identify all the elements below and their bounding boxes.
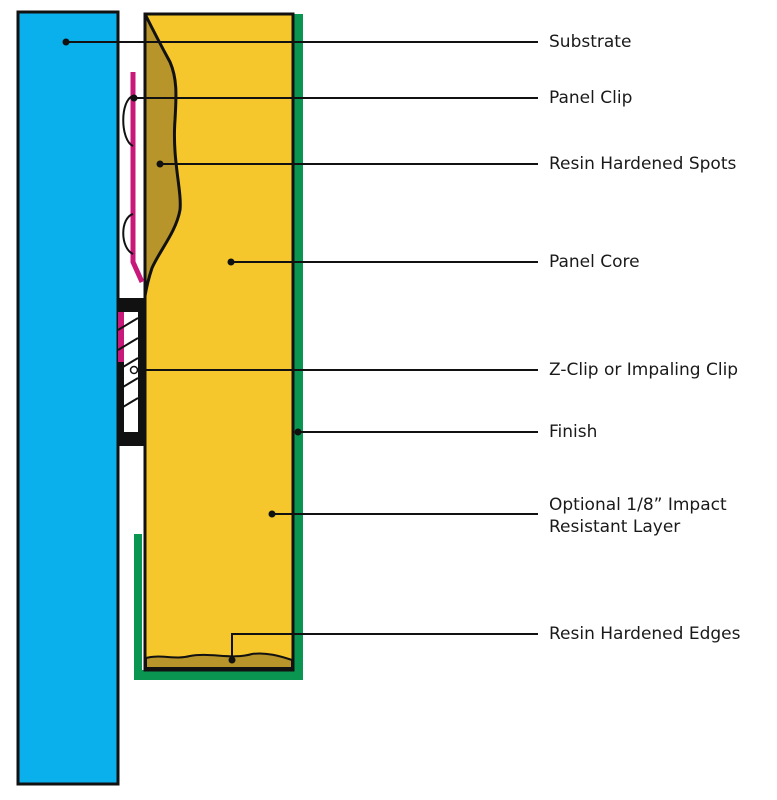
z-clip-magenta [118,312,124,362]
panel-clip-fastener-lower [122,213,134,255]
label-z-clip-text: Z-Clip or Impaling Clip [549,360,739,380]
z-clip-hatch [117,377,139,391]
panel-clip [130,72,145,284]
leader-resin-edges [231,633,538,660]
label-z-clip: Z-Clip or Impaling Clip [549,359,738,381]
resin-hardened-edges [145,652,293,669]
label-finish-text: Finish [549,422,598,442]
z-clip-hatch [117,397,139,411]
dot-panel-core [227,258,235,266]
label-resin-spots: Resin Hardened Spots [549,153,736,175]
label-resin-edges-text: Resin Hardened Edges [549,624,741,644]
resin-hardened-spots [143,13,182,297]
label-impact-line1: Optional 1/8” Impact [549,495,727,515]
z-clip-hatch [117,357,139,371]
label-panel-clip: Panel Clip [549,87,632,109]
label-resin-spots-text: Resin Hardened Spots [549,154,737,174]
dot-resin-spots [156,160,164,168]
panel-clip-fastener-upper [122,95,134,147]
label-substrate-text: Substrate [549,32,632,52]
dot-panel-clip [130,94,138,102]
label-resin-edges: Resin Hardened Edges [549,623,740,645]
label-panel-clip-text: Panel Clip [549,88,633,108]
label-impact: Optional 1/8” Impact Resistant Layer [549,494,727,538]
dot-finish [294,428,302,436]
label-panel-core-text: Panel Core [549,252,640,272]
label-impact-line2: Resistant Layer [549,517,681,537]
dot-resin-edges [228,656,236,664]
dot-z-clip [129,365,139,375]
leader-lines [66,41,538,660]
z-clip-hatch [117,317,139,331]
substrate [16,10,120,786]
z-clip-hatch [117,337,139,351]
panel-core [143,12,295,672]
label-finish: Finish [549,421,597,443]
leader-dots [62,38,302,664]
dot-substrate [62,38,70,46]
label-substrate: Substrate [549,31,631,53]
label-panel-core: Panel Core [549,251,640,273]
dot-impact [268,510,276,518]
